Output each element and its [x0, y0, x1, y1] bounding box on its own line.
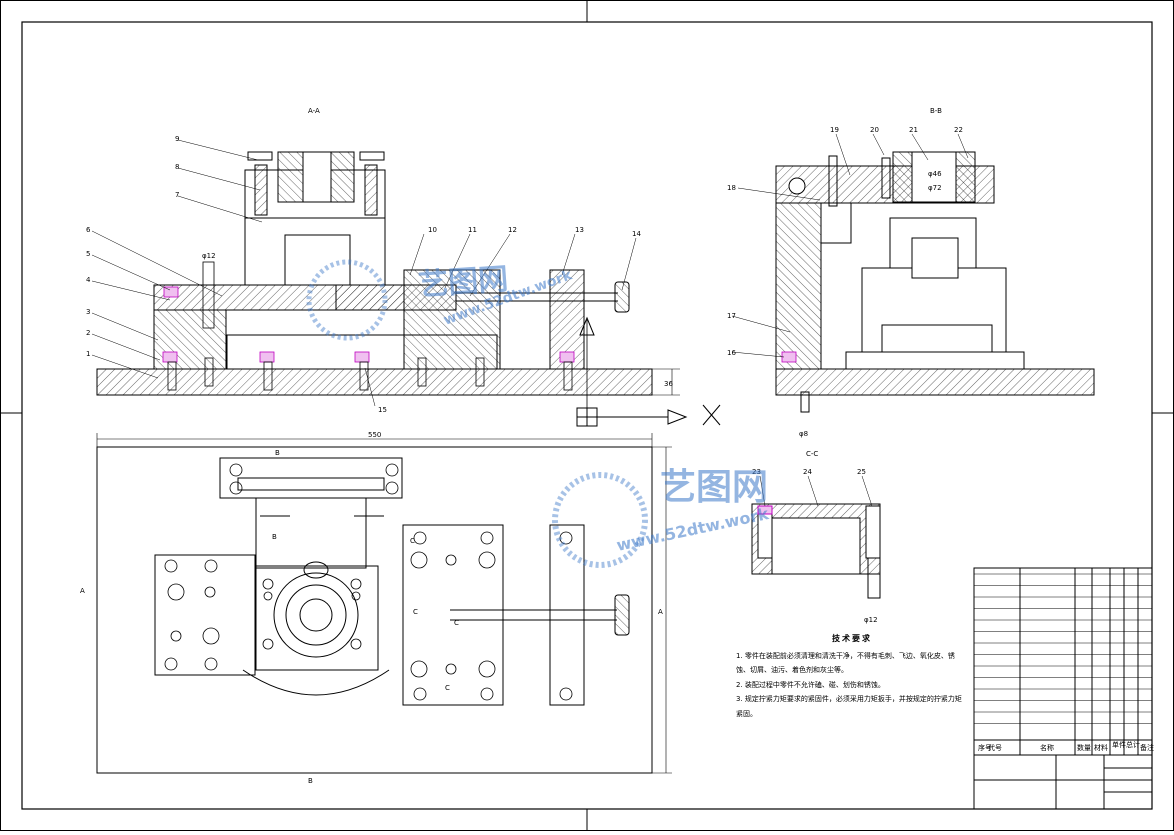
part-label: 7: [175, 191, 179, 199]
tb-header: 名称: [1040, 743, 1054, 752]
view-marker: B: [275, 449, 280, 457]
tb-header: 总计: [1126, 740, 1140, 749]
tb-header: 代号: [988, 743, 1002, 752]
technical-requirements: 技术要求 1. 零件在装配前必须清理和清洗干净，不得有毛刺、飞边、氧化皮、锈蚀、…: [736, 632, 968, 721]
part-label: 14: [632, 230, 641, 238]
part-label: 3: [86, 308, 90, 316]
section-title-bb: B-B: [930, 107, 942, 115]
part-label: 8: [175, 163, 179, 171]
dimension-height: 36: [664, 380, 673, 388]
tb-header: 序号: [978, 743, 992, 752]
part-label: 20: [870, 126, 879, 134]
top-view: [96, 433, 672, 774]
tb-header: 单件: [1112, 740, 1126, 749]
view-marker: A: [80, 587, 85, 595]
handwheel: [614, 281, 630, 313]
watermark-brand: 艺图网: [660, 467, 769, 508]
part-label: 21: [909, 126, 918, 134]
tech-requirement-line: 2. 装配过程中零件不允许磕、碰、划伤和锈蚀。: [736, 680, 885, 689]
part-label: 22: [954, 126, 963, 134]
part-label: 24: [803, 468, 812, 476]
view-marker: C: [445, 684, 450, 692]
tb-header: 材料: [1094, 743, 1108, 752]
tech-requirement-line: 1. 零件在装配前必须清理和清洗干净，不得有毛刺、飞边、氧化皮、锈蚀、切屑、油污…: [736, 651, 955, 675]
part-label: 23: [752, 468, 761, 476]
section-cc-view: [751, 475, 881, 599]
section-title-aa: A-A: [308, 107, 320, 115]
part-label: 9: [175, 135, 179, 143]
base-plate: [96, 368, 653, 396]
dimension-phi46: φ46: [928, 170, 942, 178]
part-label: 4: [86, 276, 91, 284]
dimension-phi12: φ12: [202, 252, 216, 260]
view-marker: B: [308, 777, 313, 785]
section-bb-view: [731, 133, 1095, 413]
view-marker: A: [658, 608, 663, 616]
part-label: 25: [857, 468, 866, 476]
dimension-phi72: φ72: [928, 184, 942, 192]
view-marker: B: [272, 533, 277, 541]
title-block-rows: [974, 573, 1152, 724]
part-label: 10: [428, 226, 437, 234]
part-label: 15: [378, 406, 387, 414]
dimension-overall: 550: [368, 431, 381, 439]
view-marker: C: [410, 537, 415, 545]
part-label: 17: [727, 312, 736, 320]
part-label: 5: [86, 250, 90, 258]
part-label: 16: [727, 349, 736, 357]
part-label: 19: [830, 126, 839, 134]
top-base-outline: [96, 446, 653, 774]
bb-column: [775, 202, 822, 370]
view-marker: C: [413, 608, 418, 616]
section-title-cc: C-C: [806, 450, 818, 458]
part-label: 12: [508, 226, 517, 234]
section-aa-view: [91, 139, 721, 427]
tech-requirement-line: 3. 规定拧紧力矩要求的紧固件，必须采用力矩扳手，并按规定的拧紧力矩紧固。: [736, 695, 962, 718]
part-label: 11: [468, 226, 477, 234]
dimension-phi8: φ8: [799, 430, 808, 438]
tb-header: 备注: [1140, 743, 1154, 752]
part-label: 6: [86, 226, 91, 234]
part-label: 1: [86, 350, 90, 358]
pusher: [335, 284, 457, 311]
view-marker: C: [454, 619, 459, 627]
title-block: [973, 567, 1153, 810]
tb-header: 数量: [1077, 743, 1091, 752]
part-label: 2: [86, 329, 90, 337]
tech-requirements-title: 技术要求: [832, 634, 872, 643]
part-label: 18: [727, 184, 736, 192]
dimension-phi12-cc: φ12: [864, 616, 878, 624]
part-label: 13: [575, 226, 584, 234]
